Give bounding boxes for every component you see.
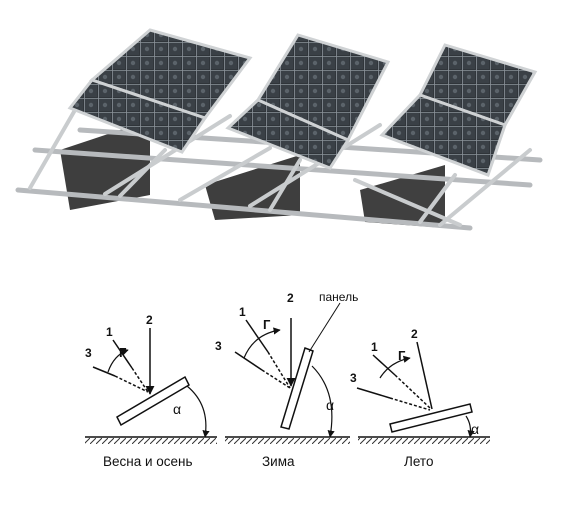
alpha-arc xyxy=(186,385,210,438)
ray-1-solid xyxy=(372,354,396,376)
alpha-label: α xyxy=(326,397,334,413)
ground-shadows xyxy=(60,120,445,228)
alpha-label: α xyxy=(173,401,181,417)
gamma-arc xyxy=(379,355,411,379)
ground-hatch xyxy=(85,438,217,444)
ray-3-dashed xyxy=(261,369,291,389)
gamma-label: Г xyxy=(119,345,127,360)
gamma-label: Г xyxy=(263,317,271,332)
caption: Весна и осень xyxy=(103,454,193,469)
solar-panel-middle xyxy=(225,33,391,170)
ray-3-solid xyxy=(92,366,116,377)
ray-label-3: 3 xyxy=(215,339,222,353)
ray-3-solid xyxy=(234,351,263,371)
panel xyxy=(280,347,314,430)
ray-3-dashed xyxy=(389,397,431,411)
alpha-arc xyxy=(311,365,335,438)
panel xyxy=(389,403,473,433)
ray-1-dashed xyxy=(394,374,431,409)
solar-array-photo xyxy=(15,28,543,231)
ray-label-3: 3 xyxy=(85,346,92,360)
ray-1-dashed xyxy=(267,351,291,389)
ray-label-2: 2 xyxy=(287,291,294,305)
ray-label-1: 1 xyxy=(106,325,113,339)
solar-panel-right xyxy=(379,43,538,177)
caption: Зима xyxy=(262,454,295,469)
caption: Лето xyxy=(404,454,433,469)
ray-label-2: 2 xyxy=(411,327,418,341)
gamma-arc xyxy=(107,348,129,373)
diagram-winter: панель 1 2 3 Г α Зима xyxy=(215,290,358,469)
ray-1-solid xyxy=(245,319,269,353)
ray-3-solid xyxy=(356,387,391,399)
panel-label: панель xyxy=(319,290,358,304)
ray-label-1: 1 xyxy=(371,340,378,354)
ray-2 xyxy=(416,341,433,410)
ray-label-3: 3 xyxy=(350,371,357,385)
ray-3-dashed xyxy=(114,375,149,393)
solar-panel-left xyxy=(67,28,253,154)
ground-hatch xyxy=(225,438,350,444)
panel-leader-line xyxy=(308,302,341,353)
ground-hatch xyxy=(358,438,490,444)
ray-label-2: 2 xyxy=(146,313,153,327)
frame-struts xyxy=(28,108,532,227)
alpha-label: α xyxy=(471,421,479,437)
gamma-arc xyxy=(243,327,281,359)
gamma-label: Г xyxy=(398,348,406,363)
diagram-summer: 1 2 3 Г α Лето xyxy=(350,327,490,469)
ray-label-1: 1 xyxy=(239,305,246,319)
diagram-spring-autumn: 1 2 3 Г α Весна и осень xyxy=(85,313,217,469)
alpha-arc xyxy=(465,415,475,438)
panel xyxy=(116,375,190,427)
